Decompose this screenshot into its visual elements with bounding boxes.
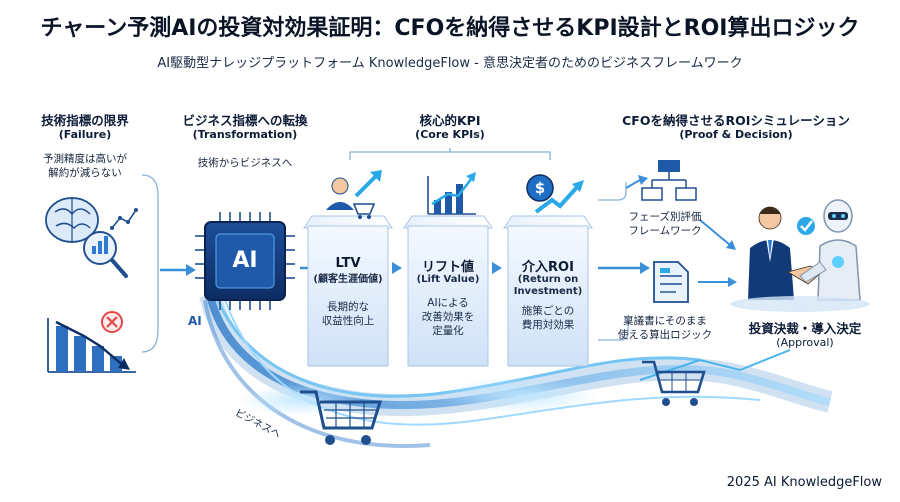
failure-title: 技術指標の限界 <box>41 113 129 128</box>
svg-text:$: $ <box>535 179 545 197</box>
page-subtitle: AI駆動型ナレッジプラットフォーム KnowledgeFlow - 意思決定者の… <box>157 56 743 71</box>
pillar-lift-desc-1: AIによる <box>427 297 469 309</box>
pillar-roi-sub-1: (Return on <box>517 274 579 285</box>
ai-chip-label: AI <box>232 248 258 273</box>
lift-chart-icon <box>427 172 476 215</box>
handshake-icon <box>786 261 827 285</box>
failure-subtitle: (Failure) <box>58 128 112 141</box>
core-kpi-title: 核心的KPI <box>419 113 481 128</box>
chart-line-icon <box>110 208 138 230</box>
dollar-growth-icon: $ <box>526 174 584 214</box>
brain-icon <box>45 197 99 243</box>
document-icon <box>653 261 689 303</box>
pillar-ltv <box>303 215 393 367</box>
pillar-lift-desc-3: 定量化 <box>432 325 464 337</box>
declining-chart-icon <box>47 318 136 373</box>
footer-brand: 2025 AI KnowledgeFlow <box>726 475 882 490</box>
flowchart-icon <box>641 160 697 201</box>
pillar-lift-name: リフト値 <box>421 260 474 275</box>
simulation-item1-2: フレームワーク <box>628 225 702 237</box>
customer-growth-icon <box>326 170 382 219</box>
pillar-lift-desc-2: 改善効果を <box>421 311 475 323</box>
pillar-roi-sub-2: Investment) <box>513 286 583 297</box>
magnifier-icon <box>83 231 128 278</box>
checkmark-badge-icon <box>795 215 817 237</box>
transformation-title: ビジネス指標への転換 <box>182 113 308 128</box>
error-x-icon <box>101 311 123 333</box>
shopping-cart-icon-right <box>642 360 706 406</box>
failure-note-1: 予測精度は高いが <box>43 153 127 165</box>
ai-side-label: AI <box>188 314 202 328</box>
pillar-ltv-name: LTV <box>335 256 361 271</box>
transformation-subtitle: (Transformation) <box>192 128 298 141</box>
pillar-lift-sub: (Lift Value) <box>416 274 480 285</box>
page-title: チャーン予測AIの投資対効果証明：CFOを納得させるKPI設計とROI算出ロジッ… <box>40 16 860 41</box>
simulation-title: CFOを納得させるROIシミュレーション <box>622 113 850 128</box>
pillar-lift <box>403 215 493 367</box>
robot-icon <box>817 199 861 301</box>
pillar-roi-desc-2: 費用対効果 <box>521 319 575 331</box>
businessman-icon <box>748 206 794 300</box>
pillar-roi-desc-1: 施策ごとの <box>521 305 575 317</box>
pillar-ltv-sub: (顧客生涯価値) <box>313 274 383 285</box>
decision-subtitle: (Approval) <box>776 336 834 349</box>
simulation-item2-1: 稟議書にそのまま <box>623 315 707 327</box>
kpi-bracket <box>349 151 551 160</box>
simulation-item2-2: 使える算出ロジック <box>617 329 713 341</box>
shopping-cart-icon-left <box>300 390 383 445</box>
failure-note-2: 解約が減らない <box>48 167 122 179</box>
core-kpi-subtitle: (Core KPIs) <box>415 128 485 141</box>
pillar-ltv-desc-2: 収益性向上 <box>321 315 375 327</box>
pillar-ltv-desc-1: 長期的な <box>327 301 369 313</box>
ai-chip-icon <box>195 212 295 310</box>
pillar-roi <box>503 215 593 367</box>
simulation-subtitle: (Proof & Decision) <box>679 128 793 141</box>
transformation-note: 技術からビジネスへ <box>197 157 293 169</box>
simulation-item1-1: フェーズ別評価 <box>628 211 702 223</box>
decision-title: 投資決裁・導入決定 <box>748 321 862 336</box>
pillar-roi-name: 介入ROI <box>522 260 574 275</box>
